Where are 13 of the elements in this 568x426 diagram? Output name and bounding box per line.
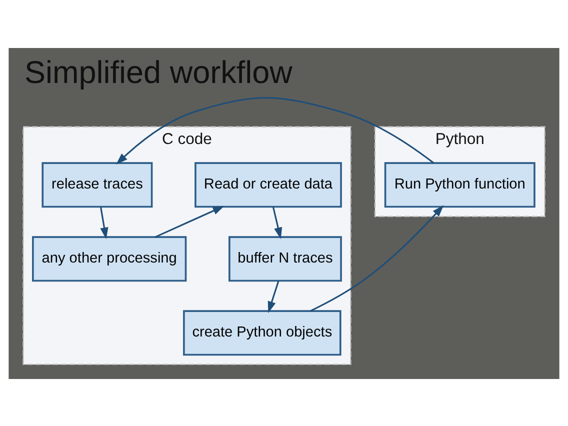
node-box: Read or create data xyxy=(194,162,342,208)
arrow xyxy=(116,96,434,164)
node-box: buffer N traces xyxy=(228,236,342,282)
arrow xyxy=(154,205,224,238)
arrow xyxy=(310,204,444,312)
node-box: release traces xyxy=(42,162,153,208)
diagram-title: Simplified workflow xyxy=(24,53,292,90)
arrow xyxy=(100,206,108,239)
arrow xyxy=(268,280,280,313)
node-box: Run Python function xyxy=(384,162,536,208)
node-box: any other processing xyxy=(32,236,187,282)
node-box: create Python objects xyxy=(183,310,342,356)
arrow xyxy=(272,206,282,239)
